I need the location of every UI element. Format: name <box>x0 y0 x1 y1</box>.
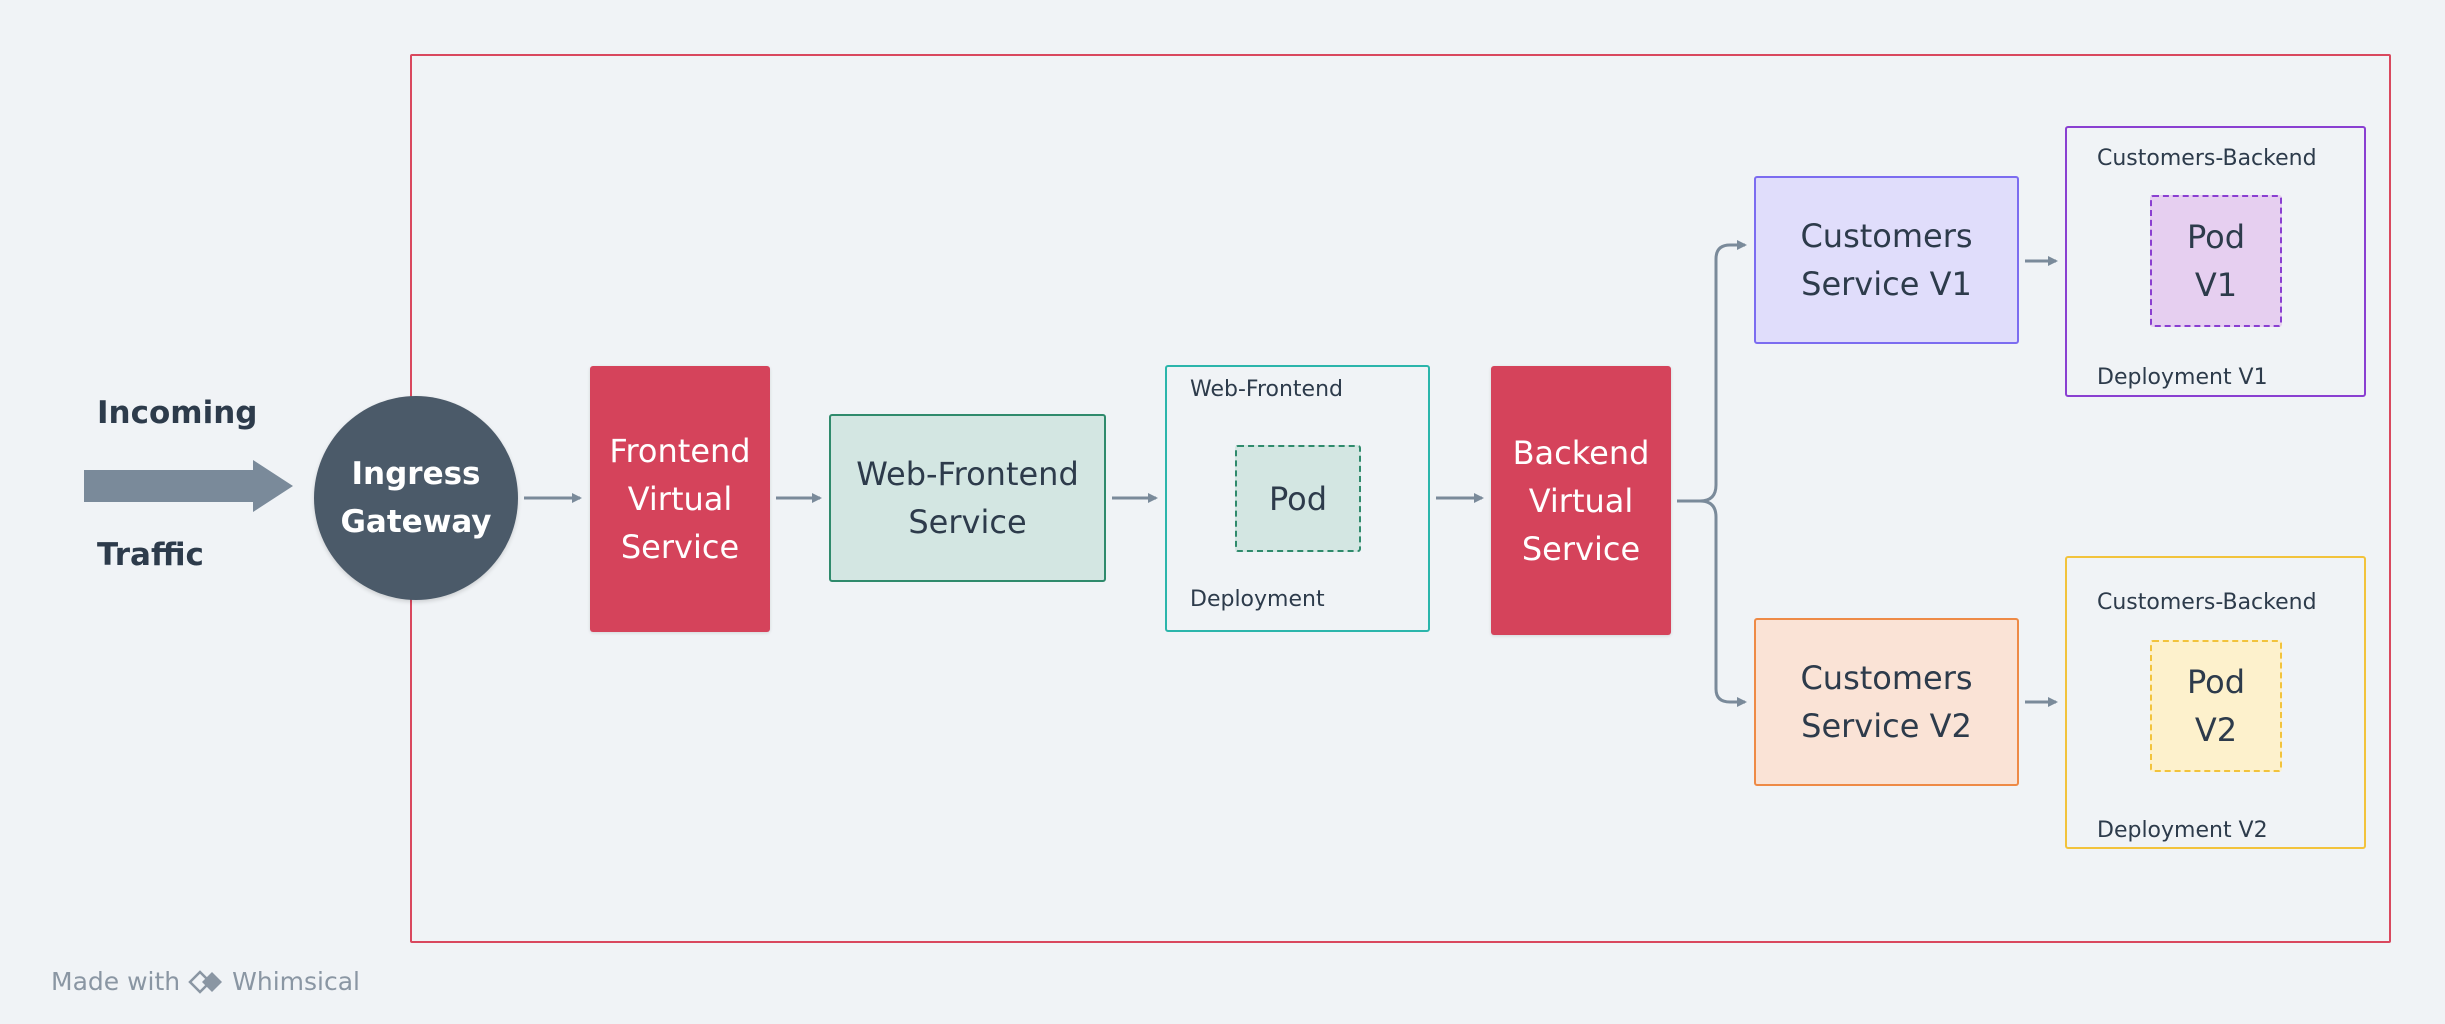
ingress-gateway-label: Ingress Gateway <box>340 456 492 540</box>
customers-service-v2-label: Customers Service V2 <box>1800 659 1973 745</box>
whimsical-logo-icon <box>188 969 224 994</box>
web-frontend-service-node[interactable]: Web-Frontend Service <box>829 414 1106 582</box>
web-frontend-service-label: Web-Frontend Service <box>856 455 1079 541</box>
deployment-v1-title: Customers-Backend <box>2097 146 2317 171</box>
customers-service-v1-node[interactable]: Customers Service V1 <box>1754 176 2019 344</box>
deployment-v2-title: Customers-Backend <box>2097 590 2317 615</box>
frontend-virtual-service-label: Frontend Virtual Service <box>609 432 751 566</box>
deployment-v2-container[interactable] <box>2065 556 2366 849</box>
backend-virtual-service-label: Backend Virtual Service <box>1512 433 1650 568</box>
frontend-virtual-service-node[interactable]: Frontend Virtual Service <box>590 366 770 632</box>
web-frontend-pod-node[interactable]: Pod <box>1235 445 1361 552</box>
incoming-label: Incoming <box>97 395 258 431</box>
pod-v2-label: Pod V2 <box>2186 663 2246 749</box>
made-with-label: Made with <box>51 967 181 996</box>
made-with-whimsical-footer[interactable]: Made with Whimsical <box>51 967 360 996</box>
traffic-label: Traffic <box>97 537 204 573</box>
customers-service-v1-label: Customers Service V1 <box>1800 217 1973 303</box>
backend-virtual-service-node[interactable]: Backend Virtual Service <box>1491 366 1671 635</box>
web-frontend-deployment-title: Web-Frontend <box>1190 377 1343 402</box>
deployment-v1-footer: Deployment V1 <box>2097 365 2268 390</box>
connector-backend-vs-to-customers-v1 <box>1677 240 1747 503</box>
deployment-v2-footer: Deployment V2 <box>2097 818 2268 843</box>
web-frontend-pod-label: Pod <box>1268 479 1328 518</box>
pod-v2-node[interactable]: Pod V2 <box>2150 640 2282 772</box>
deployment-v1-container[interactable] <box>2065 126 2366 397</box>
web-frontend-deployment-container[interactable] <box>1165 365 1430 632</box>
incoming-traffic-arrow <box>84 460 293 512</box>
pod-v1-label: Pod V1 <box>2186 218 2246 304</box>
pod-v1-node[interactable]: Pod V1 <box>2150 195 2282 327</box>
ingress-gateway-node[interactable]: Ingress Gateway <box>314 396 518 600</box>
whimsical-brand-label: Whimsical <box>232 967 360 996</box>
customers-service-v2-node[interactable]: Customers Service V2 <box>1754 618 2019 786</box>
connector-backend-vs-to-customers-v2 <box>1677 499 1747 707</box>
web-frontend-deployment-footer: Deployment <box>1190 587 1325 612</box>
